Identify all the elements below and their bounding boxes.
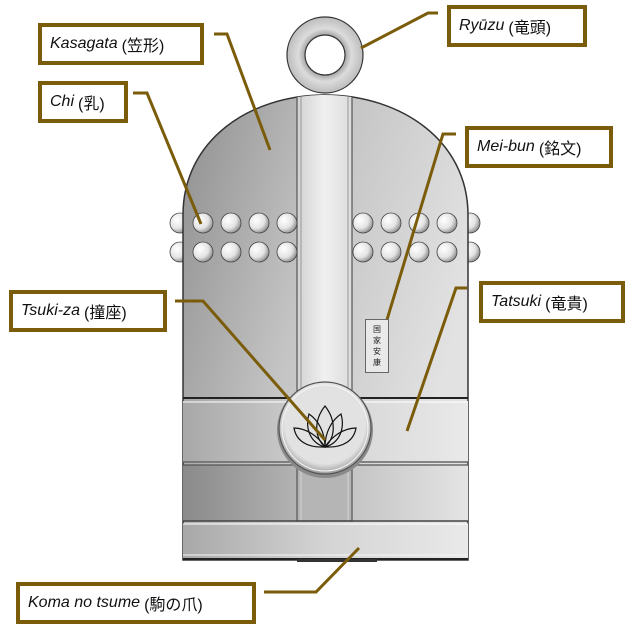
label-mei-bun: Mei-bun (銘文) — [465, 126, 613, 168]
label-ryuzu: Ryūzu (竜頭) — [447, 5, 587, 47]
chi-nipple — [380, 241, 402, 263]
leader-tatsuki — [405, 286, 467, 432]
leader-ryuzu — [360, 11, 438, 50]
inscription-char: 安 — [373, 347, 381, 356]
chi-nipple — [248, 241, 270, 263]
chi-nipple — [192, 212, 214, 234]
chi-nipple — [192, 241, 214, 263]
label-term: Tsuki-za — [21, 302, 80, 319]
label-kanji: (撞座) — [83, 305, 127, 322]
ryuzu-ring — [286, 16, 364, 94]
label-term: Mei-bun — [477, 138, 535, 155]
leader-lines — [133, 11, 467, 594]
chi-nipple — [380, 212, 402, 234]
label-term: Koma no tsume — [28, 594, 141, 611]
label-koma-no-tsume: Koma no tsume (駒の爪) — [16, 582, 256, 624]
label-kasagata: Kasagata (笠形) — [38, 23, 204, 65]
label-term: Chi — [50, 93, 75, 110]
label-term: Ryūzu — [459, 17, 505, 34]
inscription-char: 国 — [373, 325, 381, 334]
chi-nipple — [220, 241, 242, 263]
chi-nipple — [220, 212, 242, 234]
mei-bun-inscription: 国 家 安 康 — [365, 319, 389, 373]
chi-nipple — [408, 241, 430, 263]
inscription-char: 家 — [373, 336, 381, 345]
chi-nipple — [352, 212, 374, 234]
label-term: Kasagata — [50, 35, 118, 52]
chi-nipple — [276, 212, 298, 234]
label-kanji: (銘文) — [538, 141, 582, 158]
central-strip-upper — [296, 95, 353, 399]
chi-nipple — [436, 241, 458, 263]
label-kanji: (竜頭) — [508, 20, 552, 37]
leader-kasagata — [214, 32, 272, 151]
chi-nipple — [352, 241, 374, 263]
band-lip — [183, 524, 468, 559]
label-tsuki-za: Tsuki-za (撞座) — [9, 290, 167, 332]
leader-mei-bun — [384, 132, 456, 324]
leader-tsuki-za — [175, 299, 327, 441]
label-kanji: (笠形) — [121, 38, 165, 55]
tsuki-za-boss — [277, 381, 373, 478]
label-kanji: (乳) — [78, 96, 105, 113]
chi-nipple — [436, 212, 458, 234]
label-chi: Chi (乳) — [38, 81, 128, 123]
chi-nipples — [192, 212, 458, 263]
label-kanji: (駒の爪) — [144, 597, 203, 614]
lotus-icon — [293, 405, 357, 448]
leader-koma-no-tsume — [264, 546, 361, 594]
chi-nipple — [248, 212, 270, 234]
label-term: Tatsuki — [491, 293, 542, 310]
label-kanji: (竜貴) — [545, 296, 588, 313]
chi-nipple — [276, 241, 298, 263]
inscription-char: 康 — [373, 358, 381, 367]
leader-chi — [133, 91, 203, 225]
label-tatsuki: Tatsuki (竜貴) — [479, 281, 625, 323]
